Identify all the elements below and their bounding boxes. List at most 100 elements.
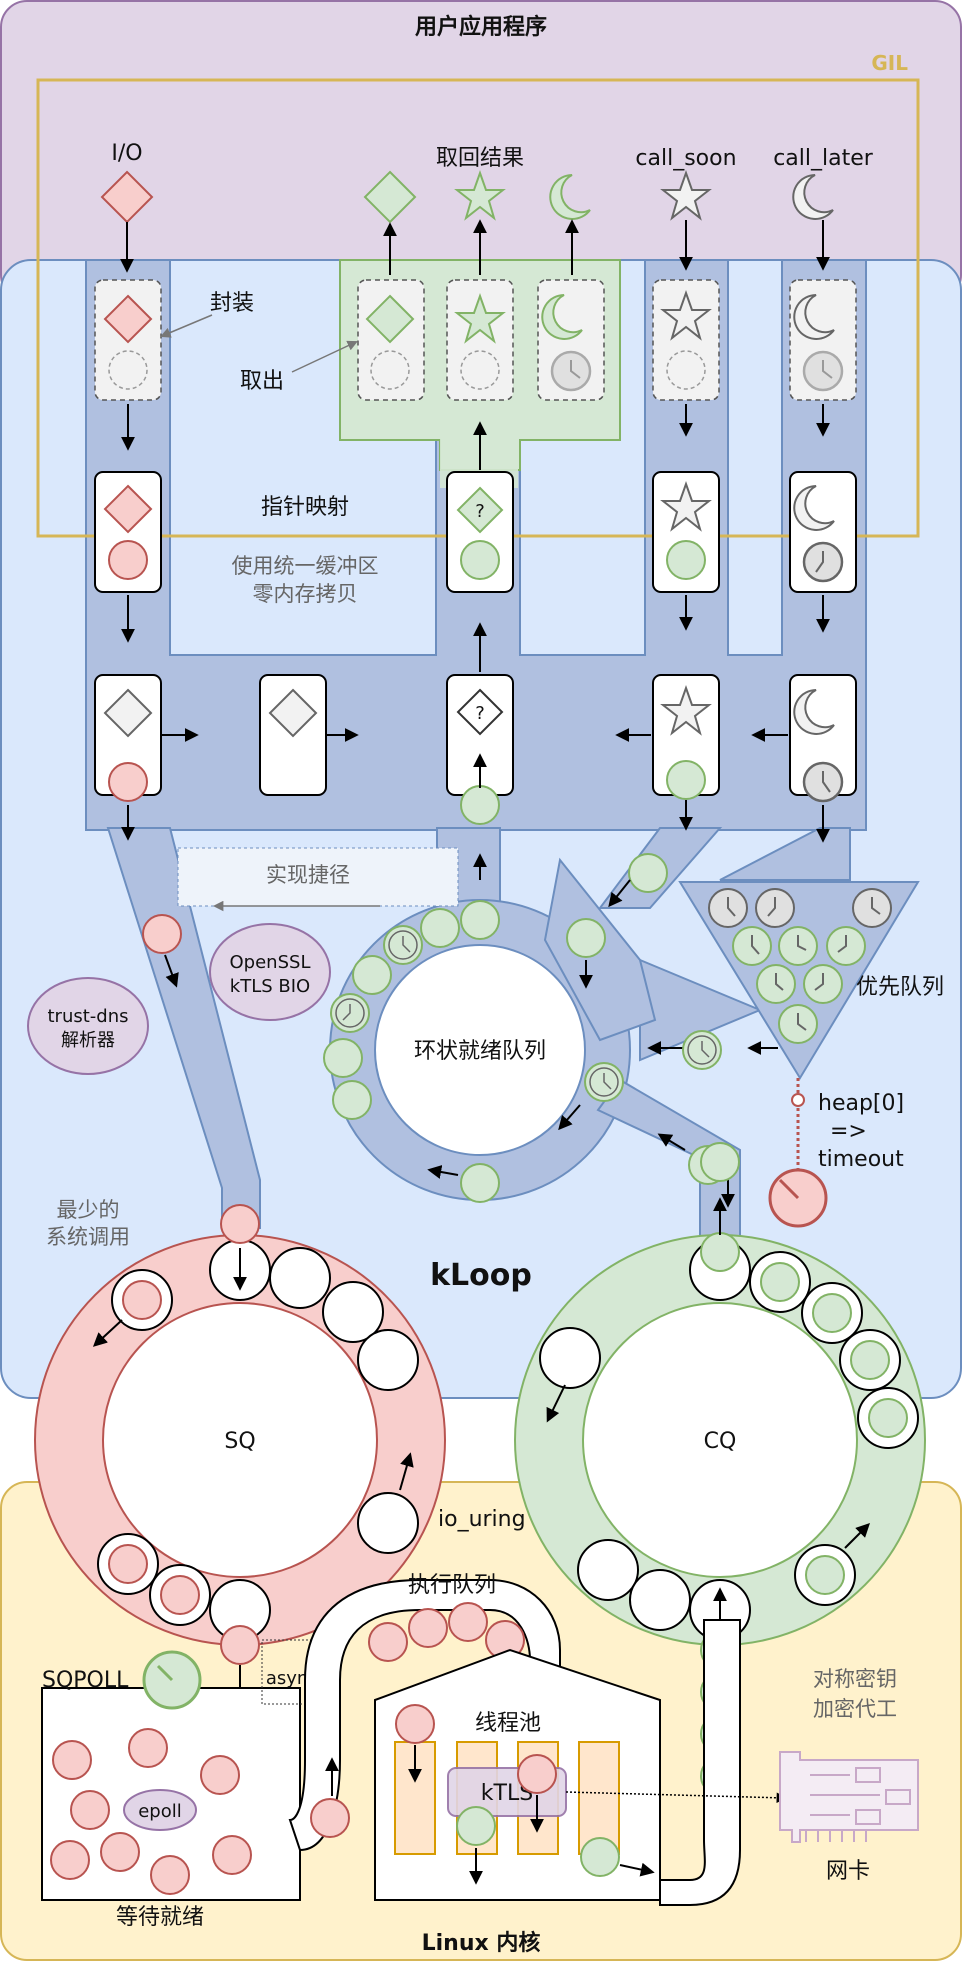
wrapped-task-call-soon (652, 279, 720, 401)
moon-icon (793, 689, 835, 735)
clock-icon (732, 926, 772, 966)
unified-buffer-label-1: 使用统一缓冲区 (232, 554, 379, 578)
clock-icon (687, 1035, 717, 1065)
diamond-icon (456, 486, 504, 534)
clock-icon (335, 998, 365, 1028)
openssl-label-2: kTLS BIO (230, 976, 310, 997)
clock-icon (802, 761, 844, 803)
clock-icon (802, 541, 844, 583)
clock-icon (756, 964, 796, 1004)
ring-ready-queue: 环状就绪队列 (329, 899, 631, 1201)
sq-tokens (108, 1204, 260, 1665)
circle-token-icon (666, 760, 706, 800)
retrieve-results-label: 取回结果 (436, 146, 524, 171)
task-card-call-later-pending (789, 674, 857, 803)
moon-icon (793, 294, 835, 340)
moon-icon (541, 294, 583, 340)
clock-icon (589, 1067, 619, 1097)
wrapped-task-result-diamond (357, 279, 425, 401)
exec-queue-tokens (310, 1602, 525, 1838)
circle-token-icon (666, 540, 706, 580)
star-icon (454, 169, 506, 221)
nic-label: 网卡 (826, 1859, 870, 1884)
trust-dns-resolver: trust-dns 解析器 (27, 977, 149, 1075)
circle-token-icon (517, 1754, 557, 1794)
clock-icon (852, 888, 892, 928)
wrapped-task-result-moon (537, 279, 605, 401)
clock-icon (708, 888, 748, 928)
clock-icon (768, 1168, 828, 1228)
unknown-mark: ? (475, 703, 485, 724)
sqpoll-clock-icon (142, 1650, 202, 1710)
clock-icon (778, 1004, 818, 1044)
star-icon (660, 480, 712, 532)
call-soon-label: call_soon (635, 146, 736, 171)
io-label: I/O (111, 141, 142, 166)
diamond-icon (268, 688, 318, 738)
min-syscalls-label-1: 最少的 (57, 1198, 120, 1222)
openssl-label-1: OpenSSL (230, 952, 311, 973)
diamond-icon (103, 294, 153, 344)
circle-token-icon (108, 762, 148, 802)
epoll: epoll (123, 1789, 197, 1831)
circle-token-icon (460, 540, 500, 580)
symkey-label-2: 加密代工 (813, 1697, 897, 1721)
clock-icon (755, 888, 795, 928)
shortcut-label: 实现捷径 (266, 863, 350, 887)
gil-label: GIL (871, 51, 908, 75)
network-card-icon (779, 1751, 919, 1843)
take-out-label: 取出 (240, 369, 284, 394)
waiting-tokens (50, 1728, 252, 1895)
star-icon (660, 684, 712, 736)
wrapped-task-io (94, 279, 162, 401)
user-app-region: 用户应用程序 (0, 0, 962, 302)
symkey-label-1: 对称密钥 (813, 1667, 897, 1691)
trust-dns-label-1: trust-dns (47, 1006, 128, 1027)
task-card-call-later-ready (789, 471, 857, 593)
thread-pool-label: 线程池 (475, 1711, 541, 1736)
heap-label-2: => (830, 1119, 867, 1144)
circle-token-icon (142, 914, 182, 954)
circle-token-icon (460, 785, 500, 825)
openssl-ktls-bio: OpenSSL kTLS BIO (209, 923, 331, 1021)
exec-queue-label: 执行队列 (408, 1573, 496, 1598)
star-icon (660, 289, 712, 341)
priority-queue-tokens (708, 888, 892, 1044)
moon-icon (549, 174, 591, 220)
linux-kernel-title: Linux 内核 (422, 1930, 541, 1956)
unknown-mark: ? (475, 501, 485, 522)
clock-icon (803, 964, 843, 1004)
star-icon (454, 292, 506, 344)
io-uring-label: io_uring (438, 1507, 526, 1532)
circle-token-icon (580, 1837, 620, 1877)
diamond-icon (103, 688, 153, 738)
task-card-unknown-pending: ? (446, 674, 514, 825)
call-later-label: call_later (773, 146, 874, 171)
trust-dns-label-2: 解析器 (61, 1030, 115, 1051)
clock-icon (778, 926, 818, 966)
sq-label: SQ (224, 1429, 255, 1454)
circle-token-icon (108, 540, 148, 580)
ring-ready-queue-label: 环状就绪队列 (414, 1039, 546, 1064)
circle-token-icon (456, 1806, 496, 1846)
pointer-map-label: 指针映射 (261, 495, 349, 520)
wrapped-task-result-star (446, 279, 514, 401)
task-card-io-pending (94, 674, 162, 802)
clock-icon (388, 930, 418, 960)
heap-label-3: timeout (818, 1147, 904, 1172)
diamond-icon (363, 170, 417, 224)
clock-icon (826, 926, 866, 966)
cq-label: CQ (704, 1429, 737, 1454)
heap-timeout: heap[0] => timeout (768, 1078, 904, 1228)
priority-queue-label: 优先队列 (856, 975, 944, 1000)
heap-label-1: heap[0] (818, 1091, 904, 1116)
wrap-label: 封装 (210, 291, 254, 316)
unified-buffer-label-2: 零内存拷贝 (253, 582, 358, 606)
clock-icon (550, 350, 592, 392)
diamond-icon (456, 688, 504, 736)
epoll-label: epoll (138, 1801, 182, 1822)
sqpoll-label: SQPOLL (42, 1668, 129, 1693)
task-card-call-soon-pending (652, 674, 720, 800)
task-card-unknown-result: ? (446, 471, 514, 593)
